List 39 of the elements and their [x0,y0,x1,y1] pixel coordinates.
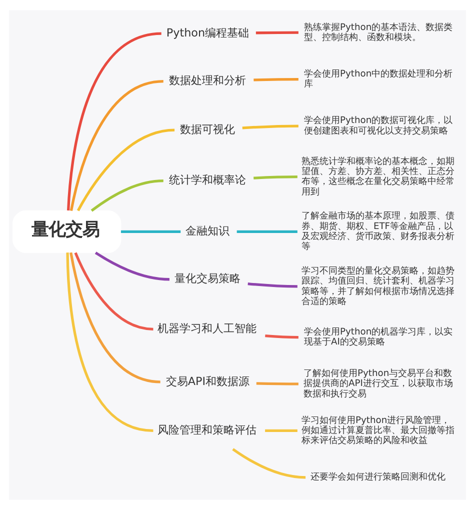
node-text: 了解如何使用Python与交易平台和数据提供商的API进行交互，以获取市场数据和执行交易 [303,369,452,400]
connector [66,32,162,211]
connector [76,128,174,212]
connector [94,252,170,281]
node-text: 数据处理和分析 [168,74,246,88]
connector [90,180,163,212]
connector [264,429,297,432]
connector [242,124,298,130]
connector [255,31,298,34]
node-text: 学习不同类型的量化交易策略，如趋势跟踪、均值回归、统计套利、机器学习策略等，并了解如何根据市场情况选择合适的策略 [300,266,454,307]
node-text: 数据可视化 [180,122,235,136]
connector [264,334,298,339]
node-text: 交易API和数据源 [165,374,250,388]
node-text: Python编程基础 [166,26,249,40]
connector [253,78,298,82]
connector [69,252,160,384]
connector [232,448,306,479]
node-text: 了解金融市场的基本原理，如股票、债券、期货、期权、ETF等金融产品，以及宏观经济、货币政策、财务报表分析等 [300,212,454,252]
node-text: 学会使用Python中的数据处理和分析库 [304,69,452,90]
node-box: 量化交易 [12,210,121,253]
connector [74,252,153,330]
node-text: 学会使用Python的数据可视化库，以便创建图表和可视化以支持交易策略 [304,116,452,136]
connector [253,175,297,180]
connector [66,252,153,432]
node-text: 统计学和概率论 [168,174,246,187]
node-text: 学习如何使用Python进行风险管理，例如通过计算夏普比率、最大回撤等指标来评估交易策略的风险和收益 [300,416,454,446]
node-text: 还要学会如何进行策略回测和优化 [310,472,446,483]
connector [256,382,298,386]
connector [120,230,180,233]
connector [236,230,297,233]
node-text: 风险管理和策略评估 [156,424,256,437]
connector [247,282,297,288]
node-text: 量化交易策略 [174,272,240,286]
node-text: 熟悉统计学和概率论的基本概念，如期望值、方差、协方差、相关性、正态分布等，这些概念在量化交易策略中经常用到 [300,156,454,198]
node-text: 金融知识 [185,224,230,238]
node-text: 学会使用Python的机器学习库，以实现基于AI的交易策略 [304,327,452,348]
node-text: 机器学习和人工智能 [156,322,256,335]
connector [69,80,164,211]
node-text: 熟练掌握Python的基本语法、数据类型、控制结构、函数和模块。 [304,22,452,43]
